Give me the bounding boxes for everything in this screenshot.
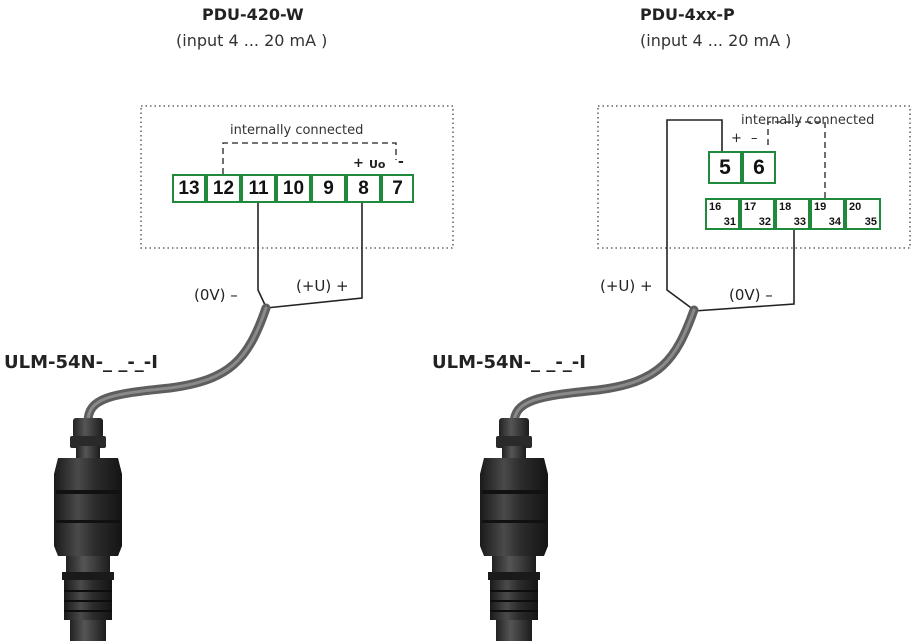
left-terminal-8: 8 (346, 174, 381, 203)
right-terminal-18-33: 18 33 (775, 198, 810, 230)
right-terminal-20-35: 20 35 (845, 198, 881, 230)
terminal-bottom-number: 35 (864, 216, 877, 228)
left-device-subtitle: (input 4 ... 20 mA ) (176, 31, 328, 50)
left-uo-minus: - (398, 154, 404, 170)
right-terminal-17-32: 17 32 (740, 198, 775, 230)
left-wire-negative (257, 198, 267, 308)
left-wire-positive (265, 198, 363, 309)
left-device-title: PDU-420-W (202, 5, 304, 24)
terminal-top-number: 16 (709, 201, 722, 213)
right-wire-negative (693, 230, 795, 312)
right-device-title: PDU-4xx-P (640, 5, 735, 24)
left-uo-plus: + (353, 156, 364, 171)
terminal-top-number: 17 (744, 201, 757, 213)
right-wire-neg-label: (0V) – (729, 286, 773, 304)
terminal-bottom-number: 33 (793, 216, 806, 228)
left-internal-note: internally connected (230, 123, 364, 138)
right-plus-mark: + (731, 131, 742, 146)
left-uo-label: Uo (369, 158, 386, 171)
right-terminal-19-34: 19 34 (810, 198, 845, 230)
left-sensor (54, 418, 122, 641)
left-terminal-10: 10 (276, 174, 311, 203)
left-wire-pos-label: (+U) + (296, 277, 349, 295)
right-minus-mark: – (751, 131, 758, 146)
left-sensor-model: ULM-54N-_ _-_-I (4, 352, 158, 373)
right-terminal-6: 6 (742, 151, 776, 184)
right-wire-positive (666, 119, 723, 311)
terminal-top-number: 20 (849, 201, 862, 213)
right-device-subtitle: (input 4 ... 20 mA ) (640, 31, 792, 50)
right-sensor (480, 418, 548, 641)
left-terminal-7: 7 (381, 174, 414, 203)
right-terminal-16-31: 16 31 (705, 198, 740, 230)
left-terminal-9: 9 (311, 174, 346, 203)
right-device-outline (597, 105, 911, 249)
left-terminal-13: 13 (172, 174, 206, 203)
left-terminal-11: 11 (241, 174, 276, 203)
right-terminal-5: 5 (708, 151, 742, 184)
terminal-bottom-number: 34 (828, 216, 841, 228)
left-terminal-12: 12 (206, 174, 241, 203)
left-wire-neg-label: (0V) – (194, 286, 238, 304)
terminal-bottom-number: 31 (723, 216, 736, 228)
terminal-bottom-number: 32 (758, 216, 771, 228)
left-device-outline (140, 105, 454, 249)
terminal-top-number: 18 (779, 201, 792, 213)
right-sensor-model: ULM-54N-_ _-_-I (432, 352, 586, 373)
right-internal-link (767, 121, 826, 198)
left-internal-link (222, 142, 397, 174)
right-internal-note: internally connected (741, 113, 875, 128)
terminal-top-number: 19 (814, 201, 827, 213)
right-wire-pos-label: (+U) + (600, 277, 653, 295)
